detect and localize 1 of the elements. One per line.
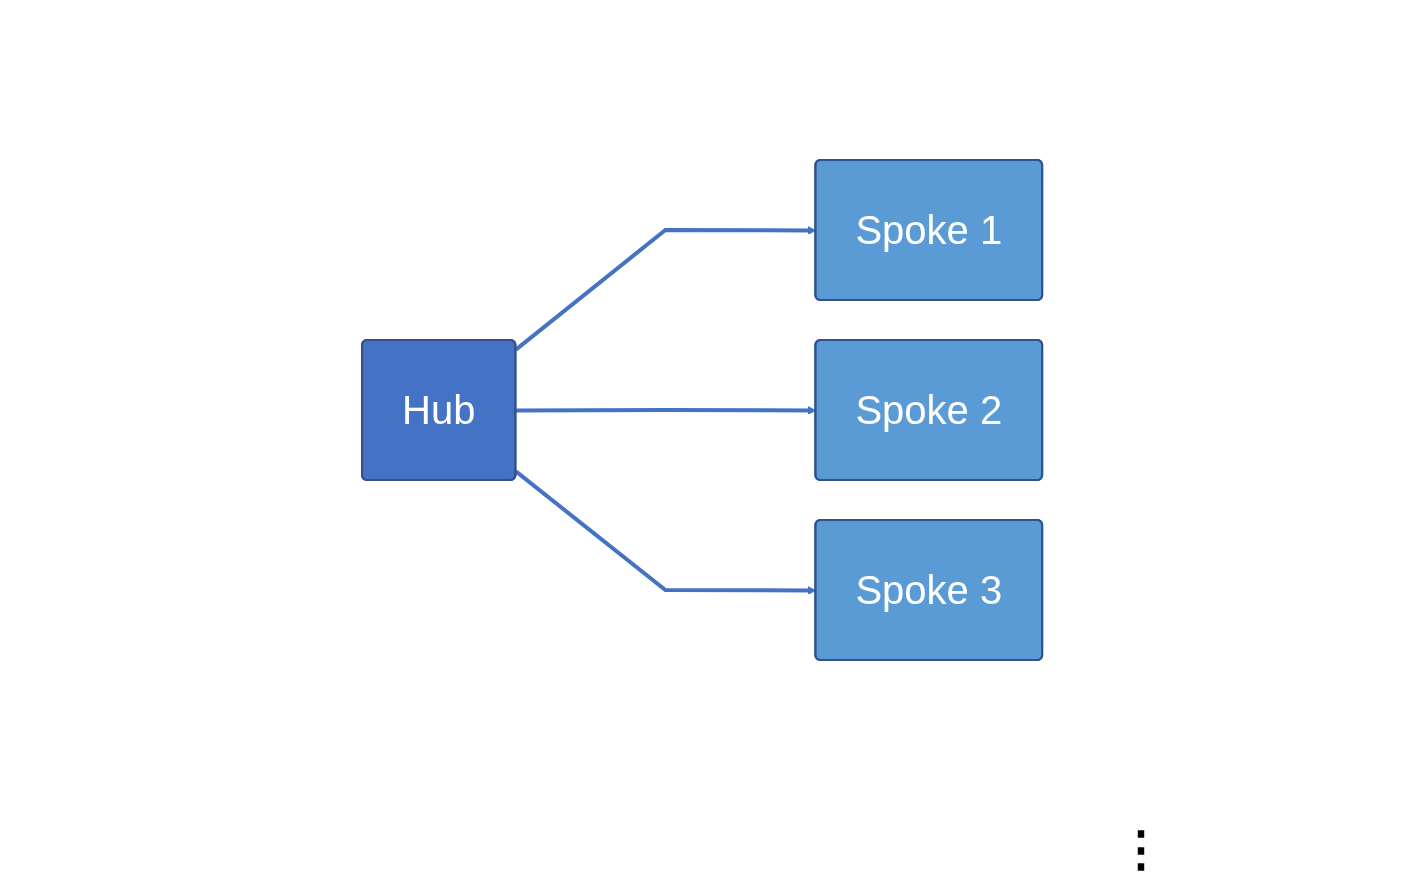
continuation-mark: ⋮ <box>1117 822 1165 878</box>
